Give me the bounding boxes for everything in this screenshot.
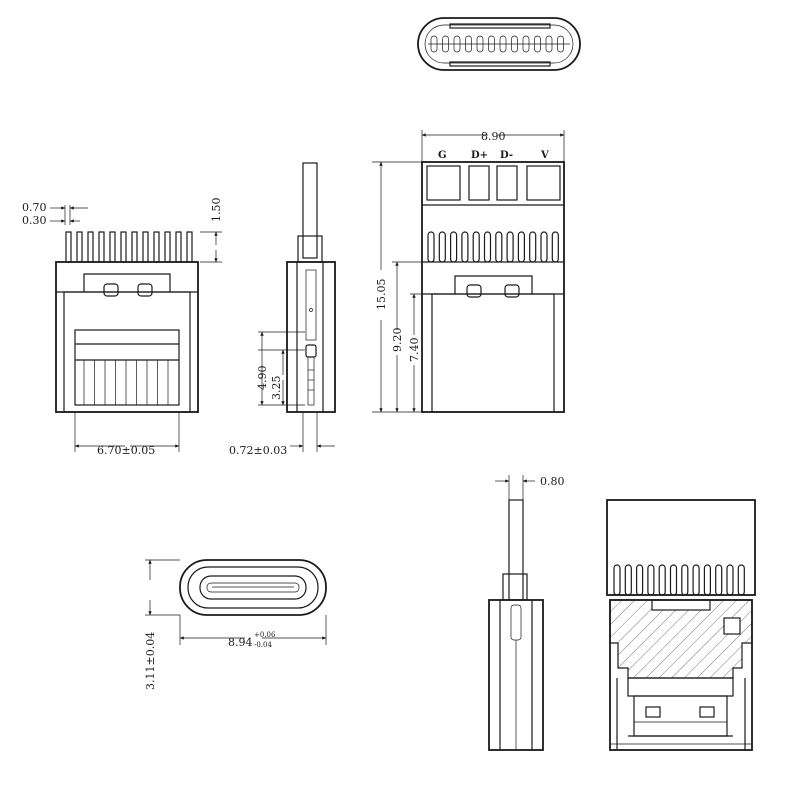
dim-gap-080: 0.80 (540, 475, 565, 488)
top-right-view-tooth (438, 231, 446, 263)
section-view-tooth (669, 564, 678, 596)
top-right-view-tooth (517, 231, 526, 263)
top-end-view (417, 17, 581, 71)
dim-w-894-plus: +0.06 (254, 631, 276, 639)
front-view-pin (98, 231, 105, 263)
front-view-pin (109, 231, 116, 263)
dim-w-894: 8.94 (228, 636, 253, 649)
dim-h-490: 4.90 (256, 366, 269, 391)
section-view-tooth (681, 564, 689, 596)
section-view-tooth (647, 564, 655, 596)
bottom-center-side-view: 0.80 (488, 475, 565, 751)
bottom-right-section-view (606, 499, 756, 751)
section-view-tooth (635, 564, 644, 596)
pad-v (526, 165, 561, 201)
dim-h-740: 7.40 (408, 338, 421, 363)
side-view-center-left: 4.90 3.25 0.72±0.03 (229, 162, 336, 457)
section-view-tooth (624, 564, 632, 596)
top-right-view: G D+ D- V 8.90 15.05 9.20 7.40 (372, 130, 565, 413)
front-view-pin (142, 231, 149, 263)
pad-g (426, 165, 461, 201)
section-view-tooth (703, 564, 712, 596)
pin-label-dplus: D+ (471, 150, 488, 161)
front-view-pin (87, 231, 94, 263)
dim-thickness-072: 0.72±0.03 (229, 444, 287, 457)
top-right-view-tooth (427, 231, 435, 263)
dim-h-311: 3.11±0.04 (144, 632, 157, 690)
dim-pitch-inner: 0.30 (22, 214, 47, 227)
top-right-view-tooth (551, 231, 559, 263)
dim-pin-height: 1.50 (210, 198, 223, 223)
bottom-left-end-view: 3.11±0.04 8.94 +0.06 -0.04 (144, 559, 327, 690)
front-view-left: 0.70 0.30 1.50 6.70±0.05 (22, 198, 223, 458)
front-view-pin (164, 231, 171, 263)
dim-width-670: 6.70±0.05 (97, 444, 155, 457)
pin-label-dminus: D- (500, 150, 513, 161)
pad-dplus (468, 165, 490, 201)
dim-w-894-minus: -0.04 (254, 641, 272, 649)
top-right-view-tooth (506, 231, 514, 263)
top-right-view-tooth (540, 231, 548, 263)
top-right-view-tooth (450, 231, 458, 263)
front-view-pin (120, 231, 127, 263)
front-view-pin (186, 231, 193, 263)
section-view-tooth (658, 564, 666, 596)
top-right-view-tooth (472, 231, 480, 263)
pin-label-v: V (540, 150, 549, 161)
dim-h-1505: 15.05 (375, 279, 388, 311)
top-right-view-tooth (529, 231, 537, 263)
pin-label-g: G (438, 150, 447, 161)
section-view-tooth (692, 564, 700, 596)
dim-h-920: 9.20 (391, 328, 404, 353)
top-right-view-tooth (461, 231, 469, 263)
top-right-view-tooth (483, 231, 492, 263)
front-view-pin (175, 231, 182, 263)
front-view-pin (65, 231, 72, 263)
dim-pitch-outer: 0.70 (22, 201, 47, 214)
section-view-tooth (726, 564, 734, 596)
top-right-view-tooth (495, 231, 503, 263)
front-view-pin (131, 231, 138, 263)
front-view-pin (76, 231, 83, 263)
dim-h-325: 3.25 (270, 376, 283, 401)
front-view-pin (153, 231, 160, 263)
section-view-tooth (737, 564, 745, 596)
section-view-tooth (613, 564, 621, 596)
section-view-tooth (715, 564, 723, 596)
pad-dminus (496, 165, 518, 201)
dim-width-890: 8.90 (481, 130, 506, 143)
